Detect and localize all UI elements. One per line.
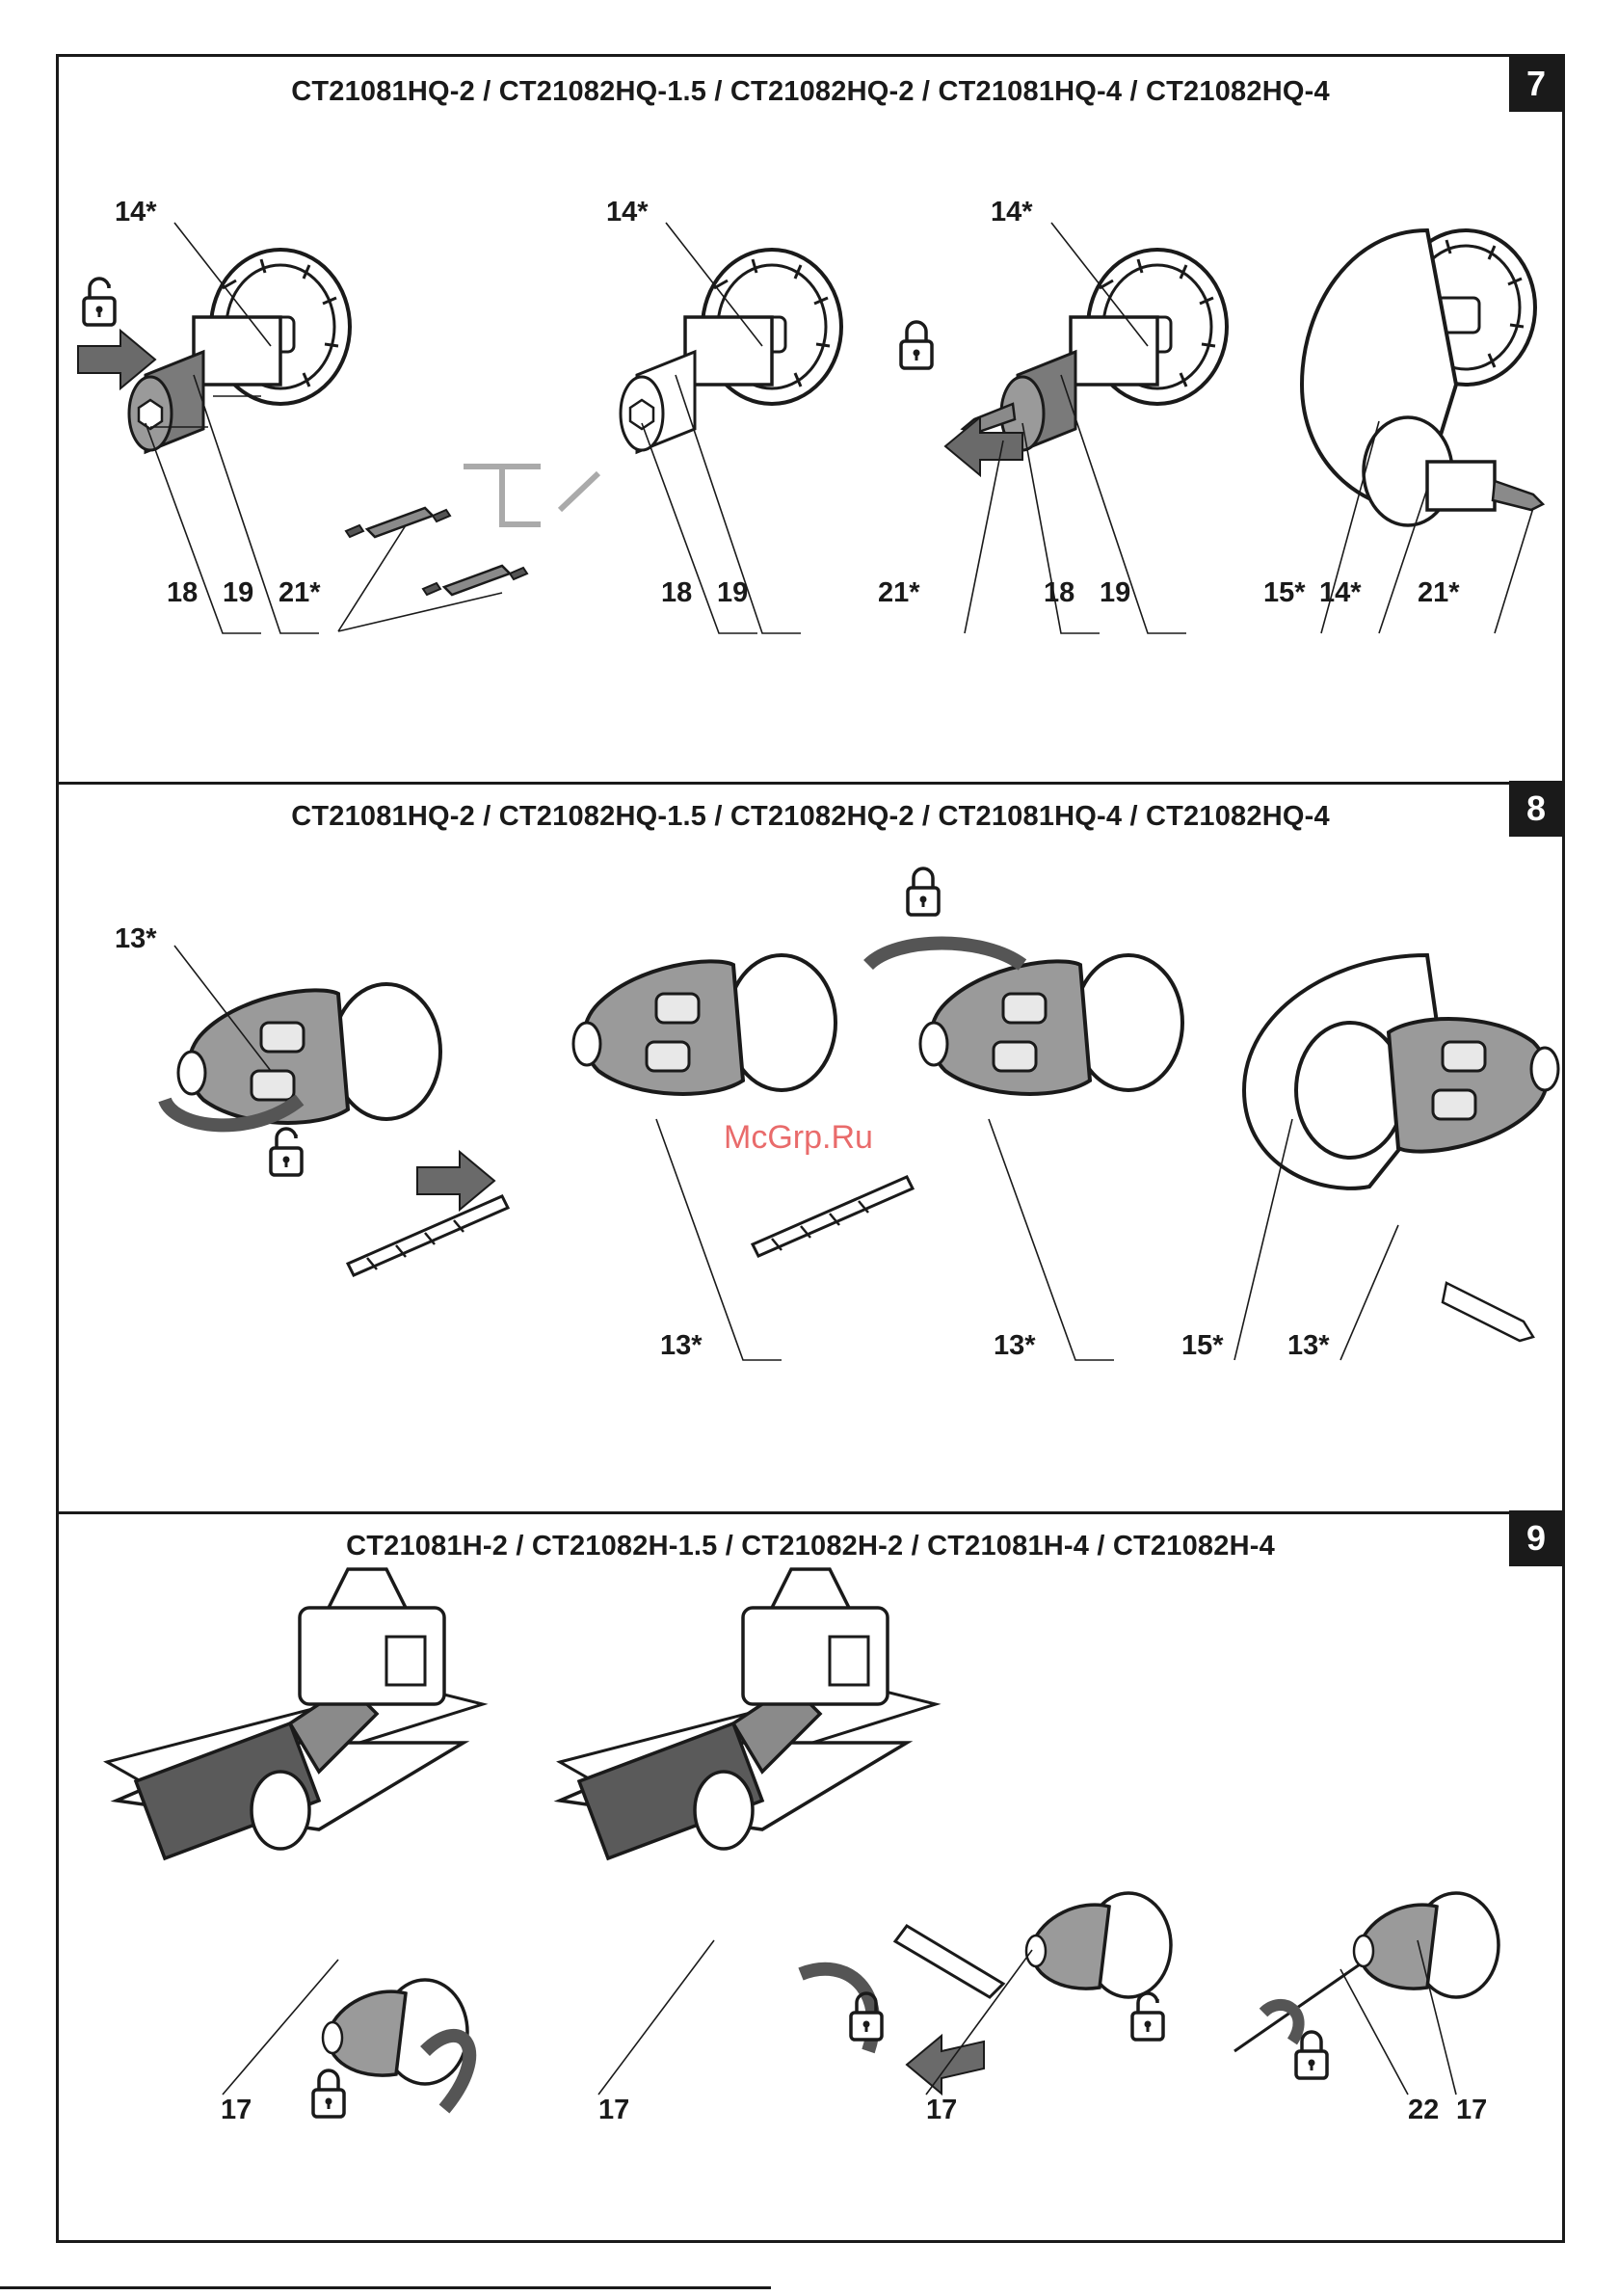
p7-step1-chuck bbox=[77, 248, 352, 455]
p8-step2 bbox=[346, 953, 837, 1277]
p7-label-21d: 21* bbox=[1418, 577, 1460, 608]
p7-label-14d: 14* bbox=[1319, 577, 1362, 608]
panel-9-number: 9 bbox=[1509, 1510, 1563, 1566]
lock-icon bbox=[1294, 2030, 1329, 2080]
p7-label-18c: 18 bbox=[1044, 577, 1074, 608]
lock-icon bbox=[899, 320, 934, 370]
p9-step1 bbox=[103, 1567, 489, 2119]
p7-step3-chuck bbox=[899, 248, 1229, 478]
p9-step4 bbox=[1233, 1891, 1500, 2080]
p9-label-22d: 22 bbox=[1408, 2095, 1439, 2125]
lock-icon bbox=[311, 2069, 346, 2119]
p9-label-17d: 17 bbox=[1456, 2095, 1487, 2125]
p7-label-14b: 14* bbox=[606, 197, 649, 227]
p7-leaders bbox=[145, 222, 1534, 634]
panel-9-title: CT21081H-2 / CT21082H-1.5 / CT21082H-2 /… bbox=[346, 1531, 1275, 1562]
panel-7-illustration: 14* 18 19 21* 14* 18 19 14* 21* 18 19 15… bbox=[77, 197, 1546, 634]
panel-7-title: CT21081HQ-2 / CT21082HQ-1.5 / CT21082HQ-… bbox=[291, 76, 1330, 107]
unlock-icon bbox=[269, 1127, 304, 1177]
p7-label-15d: 15* bbox=[1263, 577, 1306, 608]
p8-step1 bbox=[158, 982, 442, 1177]
p7-label-18b: 18 bbox=[661, 577, 692, 608]
panel-8-illustration: 13* 13* 13* 15* 13* McGrp.Ru bbox=[115, 867, 1560, 1361]
footer-rule bbox=[0, 2286, 771, 2289]
p7-step4-angle-adapter bbox=[1299, 227, 1546, 527]
p9-label-17c: 17 bbox=[926, 2095, 957, 2125]
p8-step3 bbox=[751, 867, 1184, 1258]
panel-8-title: CT21081HQ-2 / CT21082HQ-1.5 / CT21082HQ-… bbox=[291, 801, 1330, 832]
p9-step2 bbox=[556, 1567, 942, 2054]
panel-8-number: 8 bbox=[1509, 781, 1563, 837]
p9-step3 bbox=[892, 1891, 1173, 2096]
p9-label-17b: 17 bbox=[598, 2095, 629, 2125]
panel-7: CT21081HQ-2 / CT21082HQ-1.5 / CT21082HQ-… bbox=[56, 54, 1565, 785]
p7-label-14c: 14* bbox=[991, 197, 1033, 227]
p7-label-14a: 14* bbox=[115, 197, 157, 227]
p8-label-13d: 13* bbox=[1287, 1330, 1330, 1361]
panel-9: CT21081H-2 / CT21082H-1.5 / CT21082H-2 /… bbox=[56, 1510, 1565, 2243]
lock-icon bbox=[906, 867, 941, 917]
panel-9-illustration: 17 17 17 22 17 bbox=[103, 1567, 1500, 2125]
p8-label-13a: 13* bbox=[115, 923, 157, 954]
p8-label-13b: 13* bbox=[660, 1330, 703, 1361]
p8-label-15d: 15* bbox=[1181, 1330, 1224, 1361]
p8-label-13c: 13* bbox=[994, 1330, 1036, 1361]
unlock-icon bbox=[82, 277, 117, 327]
watermark: McGrp.Ru bbox=[724, 1119, 873, 1156]
p7-label-18a: 18 bbox=[167, 577, 198, 608]
panel-8: CT21081HQ-2 / CT21082HQ-1.5 / CT21082HQ-… bbox=[56, 781, 1565, 1514]
p7-bits bbox=[344, 464, 601, 597]
p7-label-21c: 21* bbox=[878, 577, 920, 608]
p7-label-21a: 21* bbox=[279, 577, 321, 608]
p7-label-19a: 19 bbox=[223, 577, 253, 608]
p9-label-17a: 17 bbox=[221, 2095, 252, 2125]
p7-label-19c: 19 bbox=[1100, 577, 1130, 608]
panel-7-number: 7 bbox=[1509, 56, 1563, 112]
p9-leaders bbox=[222, 1939, 1457, 2096]
p7-label-19b: 19 bbox=[717, 577, 748, 608]
unlock-icon bbox=[1130, 1991, 1165, 2042]
p8-step4 bbox=[1241, 952, 1560, 1343]
p8-leaders bbox=[173, 945, 1399, 1361]
p7-step2-chuck bbox=[619, 248, 843, 455]
